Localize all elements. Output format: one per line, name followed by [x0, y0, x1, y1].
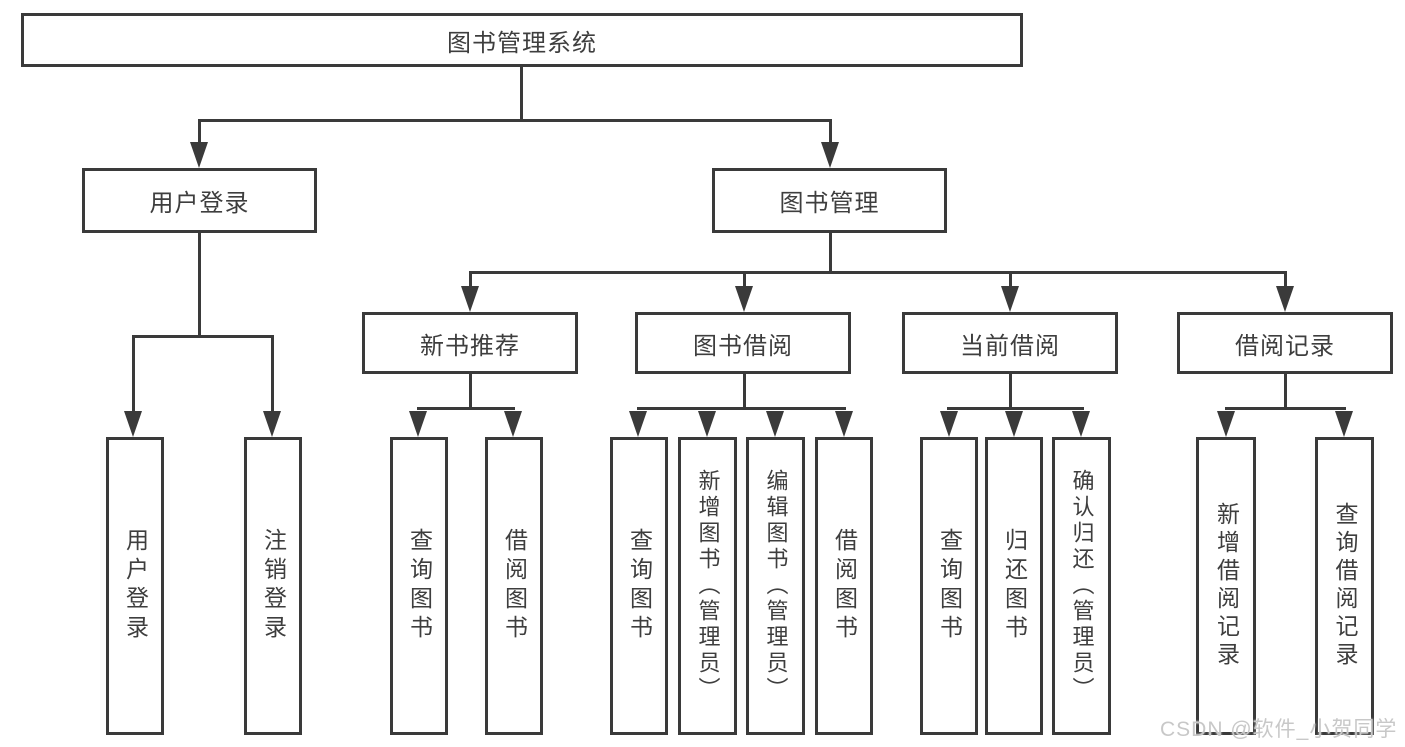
- arrowhead-down-icon: [629, 411, 647, 437]
- arrowhead-down-icon: [835, 411, 853, 437]
- arrowhead-down-icon: [766, 411, 784, 437]
- watermark: CSDN @软件_小贺同学: [1160, 718, 1398, 741]
- leaf-edit-book-admin: 编辑图书（管理员）: [746, 437, 805, 735]
- arrowhead-down-icon: [1217, 411, 1235, 437]
- node-label: 图书管理: [779, 190, 880, 217]
- leaf-label: 确认归还（管理员）: [1069, 469, 1095, 703]
- leaf-label: 编辑图书（管理员）: [763, 469, 789, 703]
- arrowhead-down-icon: [1005, 411, 1023, 437]
- node-label: 借阅记录: [1235, 332, 1335, 360]
- node-new-book-recommendation: 新书推荐: [362, 312, 578, 374]
- arrowhead-down-icon: [461, 286, 479, 312]
- arrowhead-down-icon: [698, 411, 716, 437]
- connector-line: [197, 233, 201, 337]
- arrowhead-down-icon: [190, 142, 208, 168]
- leaf-label: 新增图书（管理员）: [695, 469, 721, 703]
- leaf-borrow-books-recommend: 借阅图书: [485, 437, 543, 735]
- connector-line: [828, 118, 832, 146]
- connector-line: [828, 233, 832, 273]
- connector-line: [131, 334, 135, 415]
- leaf-add-borrow-record: 新增借阅记录: [1196, 437, 1256, 735]
- connector-line: [1008, 270, 1012, 289]
- leaf-return-books: 归还图书: [985, 437, 1043, 735]
- leaf-label: 借阅图书: [501, 528, 528, 644]
- arrowhead-down-icon: [263, 411, 281, 437]
- node-label: 当前借阅: [960, 332, 1060, 360]
- connector-line: [131, 334, 274, 338]
- leaf-query-books-current: 查询图书: [920, 437, 978, 735]
- leaf-query-borrow-record: 查询借阅记录: [1315, 437, 1374, 735]
- connector-line: [1008, 374, 1012, 410]
- arrowhead-down-icon: [409, 411, 427, 437]
- node-current-borrowing: 当前借阅: [902, 312, 1118, 374]
- arrowhead-down-icon: [1072, 411, 1090, 437]
- node-book-borrowing: 图书借阅: [635, 312, 851, 374]
- node-label: 新书推荐: [420, 332, 520, 360]
- leaf-label: 查询图书: [936, 528, 963, 644]
- connector-line: [742, 270, 746, 289]
- arrowhead-down-icon: [124, 411, 142, 437]
- connector-line: [416, 406, 515, 410]
- leaf-label: 归还图书: [1001, 528, 1028, 644]
- node-borrowing-records: 借阅记录: [1177, 312, 1393, 374]
- leaf-logout: 注销登录: [244, 437, 302, 735]
- node-label: 用户登录: [149, 190, 250, 217]
- leaf-borrow-books: 借阅图书: [815, 437, 873, 735]
- leaf-label: 用户登录: [122, 528, 149, 644]
- leaf-query-books-recommend: 查询图书: [390, 437, 448, 735]
- connector-line: [1283, 270, 1287, 289]
- connector-line: [468, 270, 472, 289]
- connector-line: [742, 374, 746, 410]
- leaf-label: 查询借阅记录: [1332, 502, 1358, 670]
- arrowhead-down-icon: [1276, 286, 1294, 312]
- leaf-user-login: 用户登录: [106, 437, 164, 735]
- connector-line: [636, 406, 846, 410]
- node-label: 图书管理系统: [447, 29, 597, 57]
- connector-line: [1283, 374, 1287, 410]
- arrowhead-down-icon: [940, 411, 958, 437]
- arrowhead-down-icon: [1001, 286, 1019, 312]
- leaf-label: 新增借阅记录: [1213, 502, 1240, 670]
- connector-line: [946, 406, 1084, 410]
- arrowhead-down-icon: [504, 411, 522, 437]
- node-user-login: 用户登录: [82, 168, 317, 233]
- connector-line: [197, 118, 832, 122]
- leaf-label: 借阅图书: [831, 528, 858, 644]
- connector-line: [519, 67, 523, 120]
- leaf-query-books-borrowing: 查询图书: [610, 437, 668, 735]
- node-library-management-system: 图书管理系统: [21, 13, 1023, 67]
- leaf-add-book-admin: 新增图书（管理员）: [678, 437, 737, 735]
- leaf-label: 查询图书: [406, 528, 433, 644]
- leaf-confirm-return-admin: 确认归还（管理员）: [1052, 437, 1111, 735]
- connector-line: [270, 334, 274, 415]
- arrowhead-down-icon: [735, 286, 753, 312]
- leaf-label: 查询图书: [626, 528, 653, 644]
- leaf-label: 注销登录: [260, 528, 287, 644]
- connector-line: [468, 374, 472, 410]
- connector-line: [197, 118, 201, 146]
- node-label: 图书借阅: [693, 332, 793, 360]
- connector-line: [468, 270, 1287, 274]
- node-book-management: 图书管理: [712, 168, 947, 233]
- connector-line: [1224, 406, 1346, 410]
- arrowhead-down-icon: [821, 142, 839, 168]
- arrowhead-down-icon: [1335, 411, 1353, 437]
